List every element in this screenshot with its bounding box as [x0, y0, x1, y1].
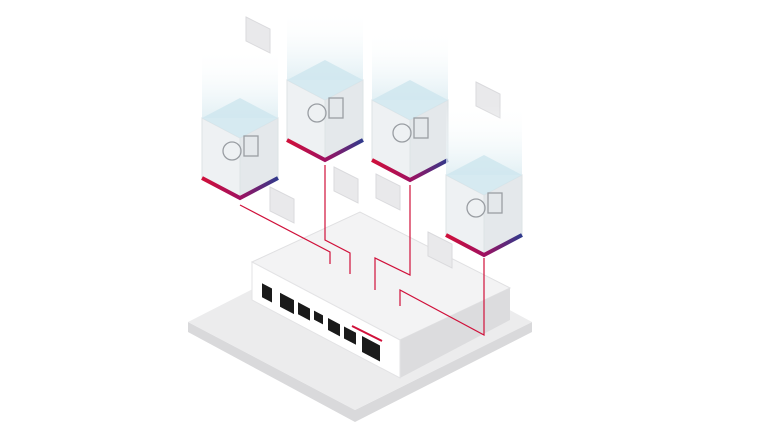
port-2 — [280, 292, 294, 315]
cube-3 — [371, 30, 449, 183]
floating-tile-3 — [333, 166, 359, 204]
cube-top-face — [372, 80, 448, 120]
floating-tile-4 — [375, 173, 401, 211]
cube-icon-detail — [243, 135, 259, 157]
connection-line-1 — [239, 204, 331, 264]
port-1 — [262, 283, 272, 303]
port-4 — [314, 310, 323, 325]
cube-top-face — [287, 60, 363, 100]
firewall-device — [250, 211, 512, 379]
cube-2 — [286, 10, 364, 163]
device-accent-stripe — [351, 325, 383, 342]
network-nodes-icon — [466, 198, 486, 218]
port-7 — [362, 335, 380, 362]
cube-icon-detail — [487, 192, 503, 214]
floating-tile-5 — [269, 186, 295, 224]
cube-accent-band — [286, 138, 364, 163]
cube-icon-detail — [328, 97, 344, 119]
port-3 — [298, 302, 310, 321]
industrial-robot-wind-solar-icon — [222, 141, 242, 161]
port-5 — [328, 318, 340, 337]
cube-accent-band — [445, 233, 523, 258]
energy-grid-icon — [307, 103, 327, 123]
floating-tile-1 — [245, 16, 271, 54]
connection-line-3 — [374, 185, 411, 290]
cube-icon-detail — [413, 117, 429, 139]
glass-cubes — [201, 10, 523, 258]
connection-lines — [239, 165, 485, 337]
port-6 — [344, 326, 356, 345]
ports — [262, 283, 380, 362]
connection-line-4 — [399, 258, 485, 337]
cube-top-face — [446, 155, 522, 195]
cube-4 — [445, 105, 523, 258]
cube-1 — [201, 48, 279, 201]
connection-line-2 — [324, 165, 351, 274]
security-shield-building-icon — [392, 123, 412, 143]
device-side — [400, 288, 510, 378]
cube-top-face — [202, 98, 278, 138]
cube-accent-band — [371, 158, 449, 183]
floating-tile-6 — [427, 231, 453, 269]
cube-accent-band — [201, 176, 279, 201]
